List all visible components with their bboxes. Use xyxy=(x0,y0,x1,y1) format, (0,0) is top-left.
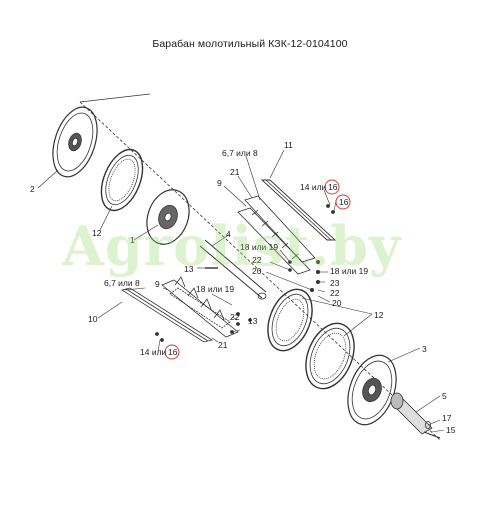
callout-22-a: 22 xyxy=(252,255,262,265)
callout-16-bottom: 16 xyxy=(168,347,178,357)
callout-5: 5 xyxy=(442,391,447,401)
callout-13-lower: 13 xyxy=(248,316,258,326)
callout-6-7-8-lower: 6,7 или 8 xyxy=(104,278,140,288)
highlight-16-top xyxy=(324,179,340,195)
callout-10: 10 xyxy=(88,314,98,324)
highlight-16-bottom xyxy=(164,344,180,360)
end-disc-part-2 xyxy=(52,106,98,178)
callout-17: 17 xyxy=(442,413,452,423)
callout-2: 2 xyxy=(30,184,35,194)
callout-4: 4 xyxy=(226,229,231,239)
diagram-title: Барабан молотильный КЗК-12-0104100 xyxy=(152,38,348,50)
beater-assembly-lower xyxy=(161,276,239,338)
callout-14-lower: 14 или xyxy=(140,347,167,357)
callout-15: 15 xyxy=(446,425,456,435)
callout-23: 23 xyxy=(330,278,340,288)
callout-9-upper: 9 xyxy=(217,178,222,188)
callout-14-upper: 14 или xyxy=(300,182,327,192)
callout-6-7-8-upper: 6,7 или 8 xyxy=(222,148,258,158)
callout-3: 3 xyxy=(422,344,427,354)
ring-part-12-lower-1 xyxy=(267,288,313,352)
beater-bar-part-11 xyxy=(260,179,337,241)
callout-11: 11 xyxy=(284,140,293,150)
callout-12-lower: 12 xyxy=(374,310,384,320)
ring-part-12-lower-2 xyxy=(305,322,355,390)
washer-part-17 xyxy=(425,421,431,429)
callout-18-19-c: 18 или 19 xyxy=(196,284,234,294)
callout-22-b: 22 xyxy=(330,288,340,298)
leader-lines xyxy=(37,149,445,433)
callout-12-upper: 12 xyxy=(92,228,102,238)
callout-20-a: 20 xyxy=(252,266,262,276)
bolt-part-15 xyxy=(423,431,441,439)
disc-part-1 xyxy=(146,189,190,245)
callout-22-c: 22 xyxy=(230,312,240,322)
callout-21-upper: 21 xyxy=(230,167,240,177)
callout-13-upper: 13 xyxy=(184,264,194,274)
hub-part-5 xyxy=(390,392,433,435)
callout-18-19-a: 18 или 19 xyxy=(240,242,278,252)
callout-16-top: 16 xyxy=(328,182,338,192)
shaft-part-4 xyxy=(199,239,267,300)
fasteners-upper xyxy=(288,204,335,292)
callout-16-right: 16 xyxy=(339,197,349,207)
highlight-16-right xyxy=(335,194,351,210)
callout-1: 1 xyxy=(130,235,135,245)
ring-part-12-upper xyxy=(100,148,144,212)
beater-bar-part-10 xyxy=(120,287,214,343)
beater-assembly-upper xyxy=(237,195,316,275)
end-disc-part-3 xyxy=(347,354,397,426)
callout-18-19-b: 18 или 19 xyxy=(330,266,368,276)
callout-21-lower: 21 xyxy=(218,340,228,350)
callout-9-lower: 9 xyxy=(155,279,160,289)
guide-line xyxy=(79,93,151,103)
callout-labels: 2 12 1 4 6,7 или 8 11 21 9 14 или 16 16 … xyxy=(30,140,456,435)
callout-20-b: 20 xyxy=(332,298,342,308)
highlight-circles xyxy=(164,179,351,360)
